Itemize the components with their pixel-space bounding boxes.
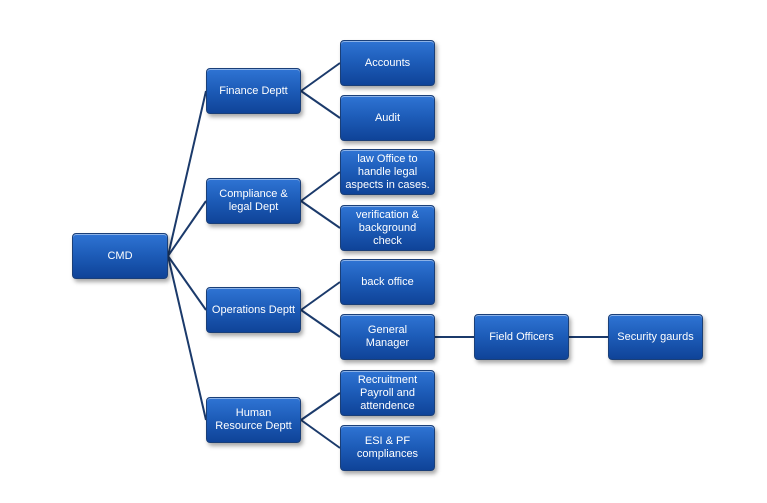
link-cmd-hr <box>167 255 207 421</box>
node-law-office-label: law Office to handle legal aspects in ca… <box>345 152 430 191</box>
link-operations-gm <box>300 309 341 338</box>
link-operations-backoffice <box>300 281 341 311</box>
node-human-resource-deptt: Human Resource Deptt <box>206 397 301 443</box>
node-operations-deptt-label: Operations Deptt <box>211 303 296 316</box>
link-cmd-compliance <box>167 200 207 257</box>
node-finance-deptt: Finance Deptt <box>206 68 301 114</box>
node-general-manager: General Manager <box>340 314 435 360</box>
node-audit: Audit <box>340 95 435 141</box>
node-field-officers: Field Officers <box>474 314 569 360</box>
node-operations-deptt: Operations Deptt <box>206 287 301 333</box>
node-security-guards-label: Security gaurds <box>617 330 694 343</box>
link-hr-esi <box>300 419 341 449</box>
node-esi-pf-label: ESI & PF compliances <box>356 435 419 460</box>
node-back-office: back office <box>340 259 435 305</box>
node-verification-label: verification & background check <box>356 208 419 247</box>
node-verification: verification & background check <box>340 205 435 251</box>
node-law-office: law Office to handle legal aspects in ca… <box>340 149 435 195</box>
link-compliance-verification <box>300 200 341 229</box>
node-recruitment: Recruitment Payroll and attendence <box>340 370 435 416</box>
node-recruitment-label: Recruitment Payroll and attendence <box>357 373 418 412</box>
node-human-resource-deptt-label: Human Resource Deptt <box>215 407 292 432</box>
link-compliance-law <box>300 171 341 202</box>
node-back-office-label: back office <box>361 275 414 288</box>
node-security-guards: Security gaurds <box>608 314 703 360</box>
node-general-manager-label: General Manager <box>365 324 410 349</box>
link-finance-accounts <box>300 62 341 92</box>
node-accounts-label: Accounts <box>364 56 411 69</box>
link-cmd-finance <box>167 90 207 257</box>
link-cmd-operations <box>167 255 207 311</box>
node-cmd: CMD <box>72 233 168 279</box>
node-esi-pf: ESI & PF compliances <box>340 425 435 471</box>
node-compliance-legal-dept-label: Compliance & legal Dept <box>219 188 288 213</box>
node-compliance-legal-dept: Compliance & legal Dept <box>206 178 301 224</box>
node-cmd-label: CMD <box>107 249 133 262</box>
node-accounts: Accounts <box>340 40 435 86</box>
link-finance-audit <box>300 90 341 119</box>
node-field-officers-label: Field Officers <box>489 330 554 343</box>
node-audit-label: Audit <box>374 111 401 124</box>
link-hr-recruitment <box>300 392 341 421</box>
node-finance-deptt-label: Finance Deptt <box>219 84 288 97</box>
